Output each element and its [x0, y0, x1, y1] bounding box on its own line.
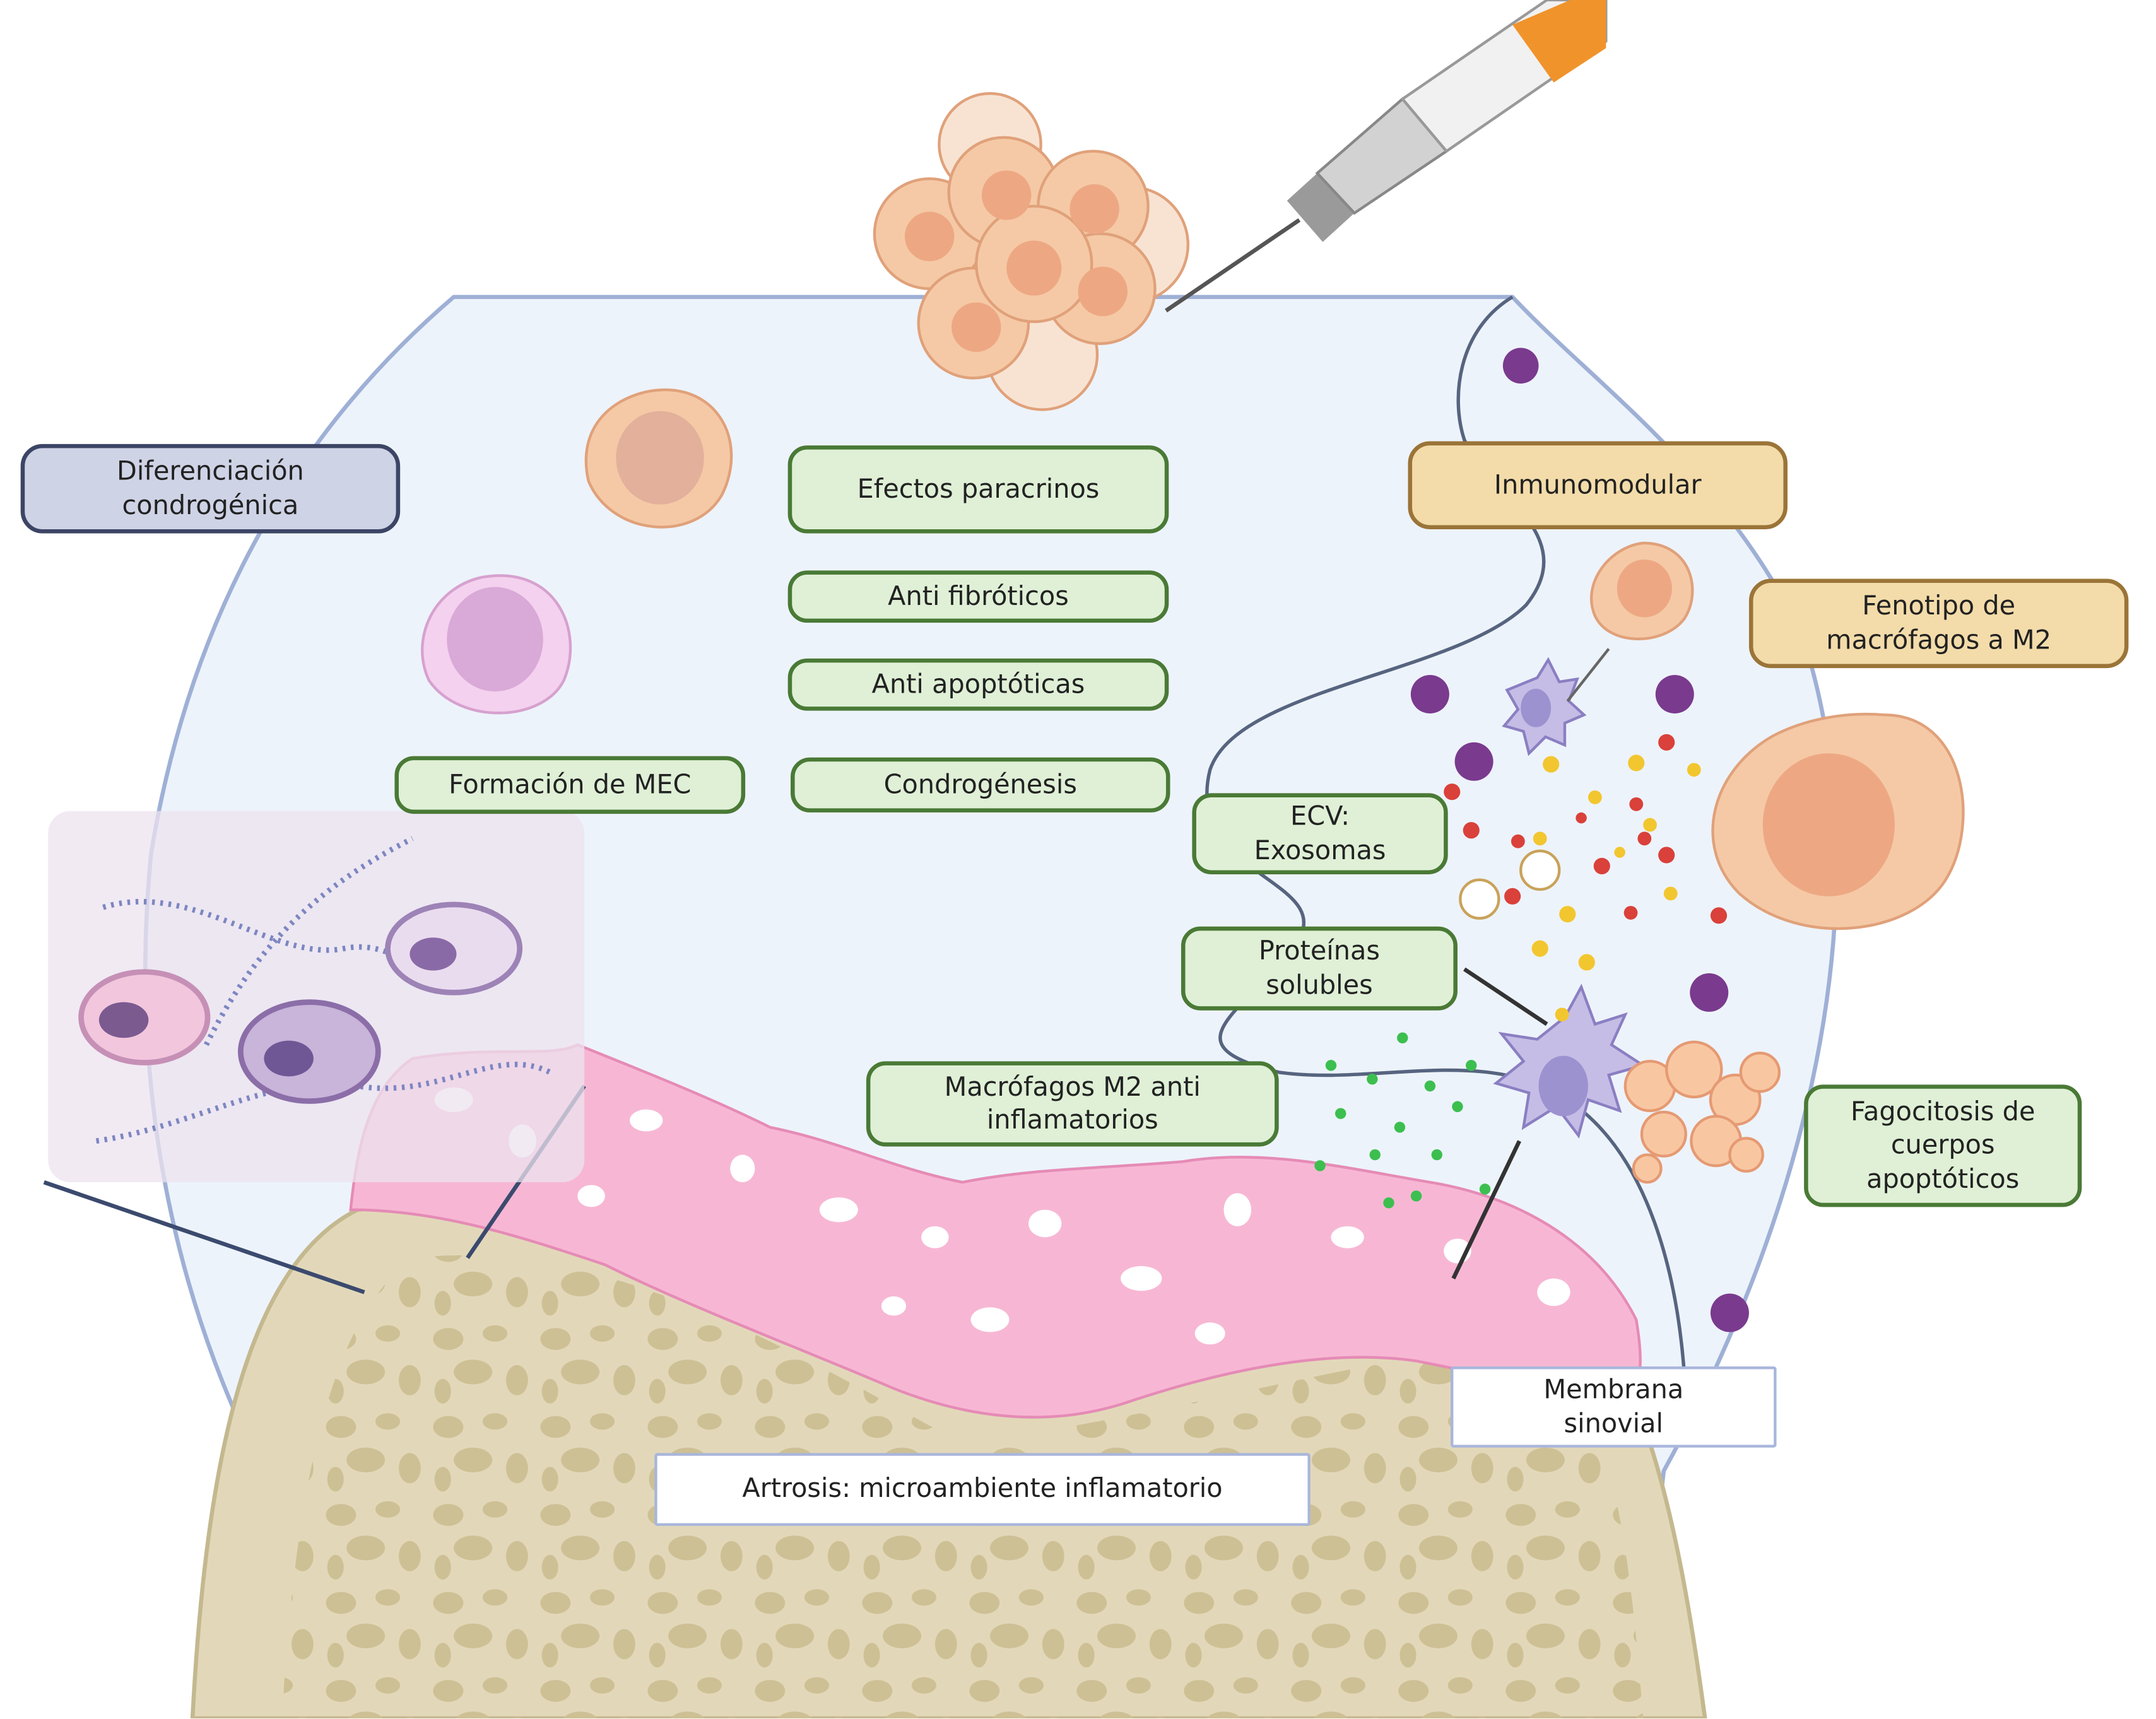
label-anti-fibrotic: Anti fibróticos	[787, 570, 1169, 623]
label-anti-apoptotic: Anti apoptóticas	[787, 658, 1169, 711]
label-ecm-formation: Formación de MEC	[394, 756, 746, 814]
label-m2-macrophages: Macrófagos M2 anti inflamatorios	[866, 1061, 1279, 1147]
label-phagocytosis: Fagocitosis de cuerpos apoptóticos	[1804, 1084, 2082, 1207]
label-soluble-proteins: Proteínas solubles	[1181, 926, 1458, 1011]
label-osteoarthritis: Artrosis: microambiente inflamatorio	[654, 1453, 1311, 1526]
purple-vesicles	[1410, 348, 1749, 1332]
soluble-protein-dots	[1314, 1032, 1491, 1209]
label-synovial-membrane: Membrana sinovial	[1451, 1366, 1777, 1448]
cartilage	[349, 1043, 1642, 1419]
label-differentiation: Diferenciación condrogénica	[20, 443, 401, 534]
msc-spheroid	[873, 92, 1190, 411]
label-immunomodulate: Inmunomodular	[1408, 441, 1788, 529]
syringe	[1165, 0, 1608, 313]
apoptotic-bodies	[1623, 1040, 1781, 1184]
exosome-dots	[1444, 734, 1728, 1022]
label-extracellular-vesicles: ECV: Exosomas	[1192, 793, 1448, 874]
m2-macrophage	[1493, 648, 1647, 1139]
label-chondrogenesis: Condrogénesis	[791, 757, 1170, 813]
label-paracrine-effects: Efectos paracrinos	[787, 445, 1169, 534]
chondrocyte-cells	[78, 901, 523, 1104]
free-cells	[421, 388, 1965, 930]
label-m2-phenotype: Fenotipo de macrófagos a M2	[1748, 578, 2129, 669]
